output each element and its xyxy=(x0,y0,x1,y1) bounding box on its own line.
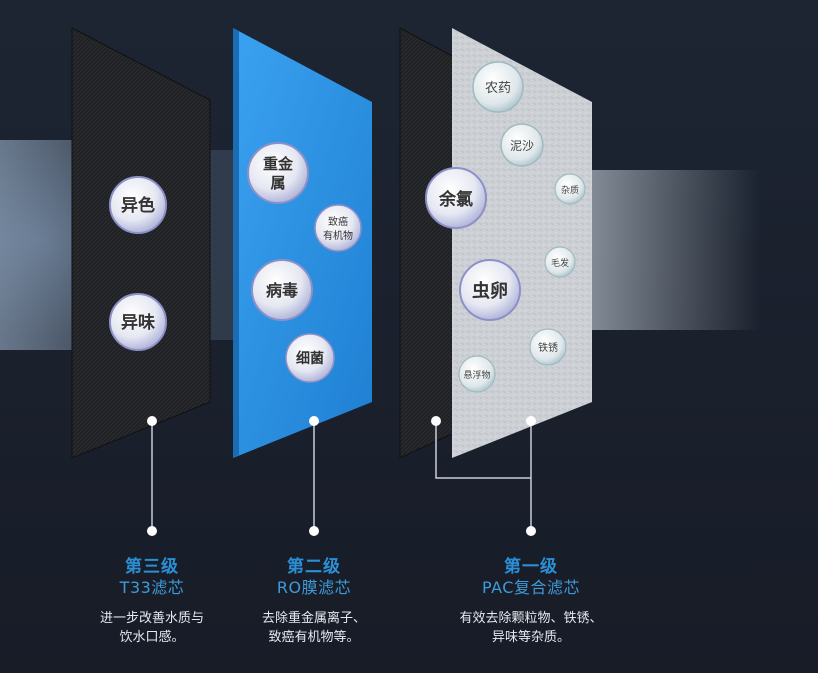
ro-panel-edge xyxy=(233,28,239,458)
bubble-stage3-0: 异色 xyxy=(109,176,167,234)
svg-text:重金: 重金 xyxy=(263,155,294,173)
stage3-desc-line2: 饮水口感。 xyxy=(119,630,185,645)
svg-text:致癌: 致癌 xyxy=(328,215,348,228)
t33-filter-panel xyxy=(71,27,211,459)
stage3-name: T33滤芯 xyxy=(119,578,185,597)
pac-carbon-back-panel xyxy=(399,27,457,459)
svg-text:异色: 异色 xyxy=(121,195,155,216)
ro-filter-panel xyxy=(233,28,372,458)
stage1-level: 第一级 xyxy=(504,557,558,577)
svg-text:农药: 农药 xyxy=(485,81,511,96)
stage2-desc-line2: 致癌有机物等。 xyxy=(268,630,360,645)
svg-text:虫卵: 虫卵 xyxy=(472,280,508,302)
svg-text:铁锈: 铁锈 xyxy=(538,341,558,354)
svg-text:泥沙: 泥沙 xyxy=(510,139,534,153)
bubble-stage2-1: 致癌 有机物 xyxy=(314,204,362,252)
bubble-stage2-0: 重金 属 xyxy=(247,142,309,204)
stage3-desc-line1: 进一步改善水质与 xyxy=(99,611,204,626)
water-stream-right xyxy=(590,170,760,330)
stage2-name: RO膜滤芯 xyxy=(276,578,352,597)
svg-text:细菌: 细菌 xyxy=(296,350,324,367)
stage2-desc-line1: 去除重金属离子、 xyxy=(261,611,366,626)
bubble-stage1-6: 铁锈 xyxy=(529,328,567,366)
bubble-stage1-0: 余氯 xyxy=(425,167,487,229)
connector-stage2 xyxy=(309,416,319,536)
svg-text:属: 属 xyxy=(270,174,285,192)
stage1-name: PAC复合滤芯 xyxy=(482,578,580,597)
bubble-stage2-3: 细菌 xyxy=(285,333,335,383)
stage1-desc-line2: 异味等杂质。 xyxy=(491,630,570,645)
bubble-stage1-3: 杂质 xyxy=(554,173,586,205)
connector-stage1 xyxy=(431,416,536,536)
bubble-stage2-2: 病毒 xyxy=(251,259,313,321)
stage3-level: 第三级 xyxy=(125,557,179,577)
svg-text:有机物: 有机物 xyxy=(323,229,353,242)
bubble-stage1-4: 虫卵 xyxy=(459,259,521,321)
svg-text:余氯: 余氯 xyxy=(438,189,473,210)
svg-text:病毒: 病毒 xyxy=(266,281,298,300)
bubble-stage1-2: 泥沙 xyxy=(500,123,544,167)
bubble-stage3-1: 异味 xyxy=(109,293,167,351)
bubble-stage1-5: 毛发 xyxy=(544,246,576,278)
connector-stage3 xyxy=(147,416,157,536)
bubble-stage1-7: 悬浮物 xyxy=(458,355,496,393)
bubble-stage1-1: 农药 xyxy=(472,61,524,113)
svg-text:毛发: 毛发 xyxy=(551,257,569,269)
stage2-level: 第二级 xyxy=(287,557,341,577)
stage1-desc-line1: 有效去除颗粒物、铁锈、 xyxy=(459,611,603,626)
svg-text:异味: 异味 xyxy=(121,312,155,333)
svg-text:杂质: 杂质 xyxy=(561,184,579,196)
svg-text:悬浮物: 悬浮物 xyxy=(463,369,490,381)
